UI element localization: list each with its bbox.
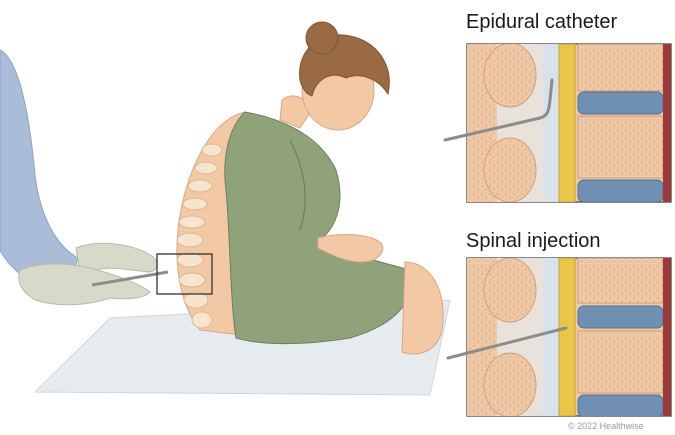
epidural-lamina-lower (484, 138, 536, 202)
patient-gown (225, 112, 412, 344)
spinal-injection-label: Spinal injection (466, 230, 601, 253)
patient-legs (402, 262, 443, 354)
epidural-space (543, 44, 559, 202)
epidural-vertebra-lower (578, 116, 663, 178)
spinal-disc-lower (578, 395, 663, 417)
spinal-lamina-upper (484, 258, 536, 322)
epidural-muscle (663, 44, 671, 202)
epidural-disc-lower (578, 180, 663, 202)
epidural-vertebra-upper (578, 44, 663, 91)
epidural-spinal-cord (559, 44, 575, 202)
spinal-panel (448, 258, 671, 417)
spinal-spinal-cord (559, 258, 575, 416)
copyright-notice: © 2022 Healthwise (568, 421, 644, 431)
epidural-lamina-upper (484, 43, 536, 107)
epidural-catheter-label: Epidural catheter (466, 11, 617, 34)
spinal-vertebra-lower (578, 331, 663, 393)
spinal-vertebra-upper (578, 258, 663, 303)
spinal-lamina-lower (484, 353, 536, 417)
hair-bun (306, 22, 338, 54)
spinal-disc (578, 306, 663, 328)
epidural-disc (578, 92, 663, 114)
spinal-muscle (663, 258, 671, 416)
clinician-sleeve (0, 50, 78, 300)
spinal-space (543, 258, 559, 416)
epidural-panel (445, 43, 671, 202)
